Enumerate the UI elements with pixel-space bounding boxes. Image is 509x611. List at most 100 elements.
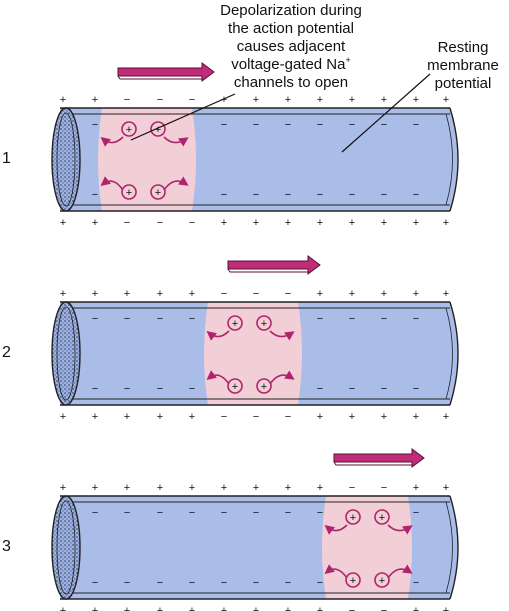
svg-text:+: + — [261, 318, 267, 330]
inside-charge-top: − — [381, 119, 387, 131]
axon-cross-section-inner — [56, 112, 76, 207]
outside-charge-bottom: + — [413, 217, 419, 229]
na-ion-icon: + — [150, 121, 166, 137]
ion-flow-arrow-icon — [324, 524, 348, 535]
outside-charge-bottom: + — [189, 605, 195, 611]
axon-end-cap-inner — [445, 113, 453, 206]
outside-charge-bottom: + — [189, 411, 195, 423]
inside-charge-bottom: − — [157, 577, 163, 589]
inside-charge-bottom: − — [285, 189, 291, 201]
axon-cross-section — [51, 495, 81, 600]
step-number-3: 3 — [2, 538, 11, 555]
outside-charge-top: + — [413, 94, 419, 106]
depolarization-line-3: causes adjacent — [236, 38, 346, 55]
outside-charge-bottom: + — [60, 217, 66, 229]
axon-end-cap-inner — [445, 307, 453, 400]
axon-end-cap — [449, 495, 459, 600]
outside-charge-bottom: + — [443, 217, 449, 229]
inside-charge-top: − — [317, 507, 323, 519]
outside-charge-bottom: − — [189, 217, 195, 229]
outside-charge-top: + — [317, 482, 323, 494]
inside-charge-top: − — [349, 313, 355, 325]
outside-charge-top: + — [413, 482, 419, 494]
outside-charge-bottom: + — [413, 411, 419, 423]
axon-end-cap — [449, 301, 459, 406]
axon-cross-section — [51, 107, 81, 212]
outside-charge-bottom: + — [253, 217, 259, 229]
outside-charge-bottom: + — [381, 411, 387, 423]
depolarization-line-5: channels to open — [233, 74, 349, 91]
outside-charge-bottom: + — [349, 411, 355, 423]
inside-charge-bottom: − — [317, 383, 323, 395]
outside-charge-top: + — [381, 288, 387, 300]
inside-charge-top: − — [124, 507, 130, 519]
inside-charge-bottom: − — [92, 383, 98, 395]
outside-charge-top: + — [285, 94, 291, 106]
outside-charge-bottom: + — [253, 605, 259, 611]
outside-charge-bottom: + — [157, 411, 163, 423]
outside-charge-bottom: + — [443, 605, 449, 611]
outside-charge-top: + — [157, 288, 163, 300]
ion-flow-arrow-icon — [100, 136, 124, 147]
inside-charge-bottom: − — [221, 189, 227, 201]
outside-charge-top: − — [189, 94, 195, 106]
inside-charge-bottom: − — [413, 577, 419, 589]
inside-charge-bottom: − — [92, 577, 98, 589]
outside-charge-bottom: − — [349, 605, 355, 611]
outside-charge-bottom: + — [317, 217, 323, 229]
outside-charge-top: − — [124, 94, 130, 106]
axon-panel-1: ++++−−−−−−−−++−−++−−++−−++−−++−−++−−++−−… — [51, 62, 459, 229]
svg-text:+: + — [350, 575, 356, 587]
na-ion-icon: + — [374, 572, 390, 588]
na-ion-icon: + — [256, 315, 272, 331]
outside-charge-top: + — [317, 288, 323, 300]
outside-charge-top: + — [317, 94, 323, 106]
inside-charge-bottom: − — [253, 189, 259, 201]
outside-charge-top: + — [189, 482, 195, 494]
propagation-arrow-icon — [227, 255, 321, 275]
na-ion-icon: + — [345, 509, 361, 525]
propagation-arrow-icon — [117, 62, 215, 82]
outside-charge-bottom: + — [413, 605, 419, 611]
outside-charge-top: + — [92, 482, 98, 494]
inside-charge-bottom: − — [253, 577, 259, 589]
outside-charge-top: + — [285, 482, 291, 494]
inside-charge-top: − — [221, 507, 227, 519]
na-ion-icon: + — [374, 509, 390, 525]
depolarization-annotation: Depolarization during the action potenti… — [196, 2, 386, 92]
resting-line-2: membrane — [427, 57, 499, 74]
outside-charge-bottom: + — [92, 605, 98, 611]
inside-charge-bottom: − — [413, 189, 419, 201]
outside-charge-top: + — [92, 94, 98, 106]
outside-charge-bottom: + — [285, 217, 291, 229]
outside-charge-top: − — [157, 94, 163, 106]
axon-end-cap — [449, 107, 459, 212]
inside-charge-top: − — [221, 119, 227, 131]
axon-cross-section — [51, 301, 81, 406]
outside-charge-top: − — [381, 482, 387, 494]
inside-charge-top: − — [253, 507, 259, 519]
outside-charge-top: + — [157, 482, 163, 494]
inside-charge-top: − — [381, 313, 387, 325]
outside-charge-bottom: − — [381, 605, 387, 611]
axon-cross-section-inner — [56, 306, 76, 401]
resting-line-3: potential — [434, 75, 492, 92]
outside-charge-top: + — [124, 288, 130, 300]
outside-charge-top: + — [124, 482, 130, 494]
svg-text:+: + — [126, 187, 132, 199]
inside-charge-top: − — [317, 313, 323, 325]
ion-flow-arrow-icon — [206, 370, 230, 385]
inside-charge-bottom: − — [124, 577, 130, 589]
outside-charge-top: + — [189, 288, 195, 300]
ion-flow-arrow-icon — [163, 136, 189, 147]
inside-charge-top: − — [317, 119, 323, 131]
axon-end-cap-inner — [445, 501, 453, 594]
step-number-2: 2 — [2, 344, 11, 361]
inside-charge-top: − — [285, 119, 291, 131]
outside-charge-top: − — [253, 288, 259, 300]
inside-charge-bottom: − — [189, 577, 195, 589]
outside-charge-bottom: − — [285, 411, 291, 423]
outside-charge-top: + — [253, 94, 259, 106]
inside-charge-top: − — [413, 119, 419, 131]
